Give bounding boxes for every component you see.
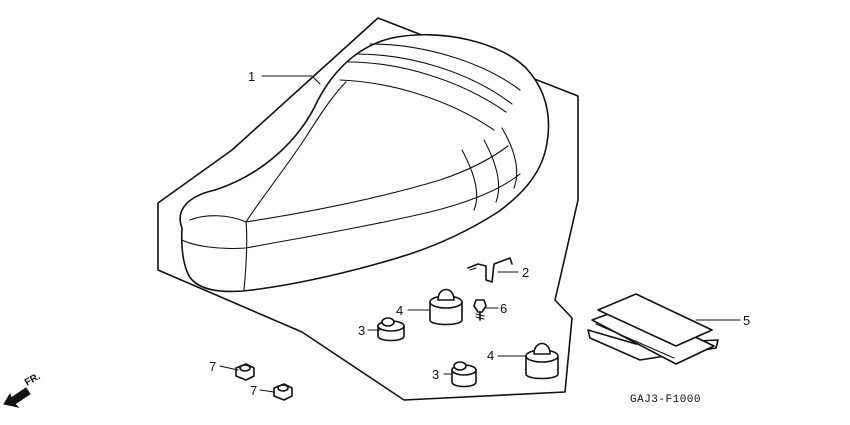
cushion-large-front — [429, 288, 463, 326]
bracket — [467, 257, 513, 283]
callout-cushion-large-front: 4 — [396, 303, 403, 318]
callout-seat: 1 — [248, 69, 255, 84]
assembly-boundary — [157, 17, 579, 401]
callout-bolt: 6 — [500, 301, 507, 316]
bolt — [473, 299, 487, 321]
owners-manual — [587, 293, 719, 365]
cushion-large-rear — [525, 342, 559, 380]
callout-cushion-small-rear: 3 — [432, 367, 439, 382]
cushion-small-front — [377, 317, 405, 342]
nut-upper — [235, 363, 255, 381]
seat — [179, 33, 550, 293]
leader-lines — [219, 75, 741, 393]
callout-cushion-large-rear: 4 — [487, 348, 494, 363]
cushion-small-rear — [451, 361, 477, 388]
callout-cushion-small-front: 3 — [358, 323, 365, 338]
callout-bracket: 2 — [522, 265, 529, 280]
diagram-code: GAJ3-F1000 — [630, 394, 701, 406]
callout-nut-lower: 7 — [250, 383, 257, 398]
nut-lower — [273, 383, 293, 401]
callout-nut-upper: 7 — [209, 359, 216, 374]
front-direction-arrow: FR. — [3, 371, 43, 408]
callout-manual: 5 — [743, 313, 750, 328]
front-direction-label: FR. — [23, 371, 43, 389]
